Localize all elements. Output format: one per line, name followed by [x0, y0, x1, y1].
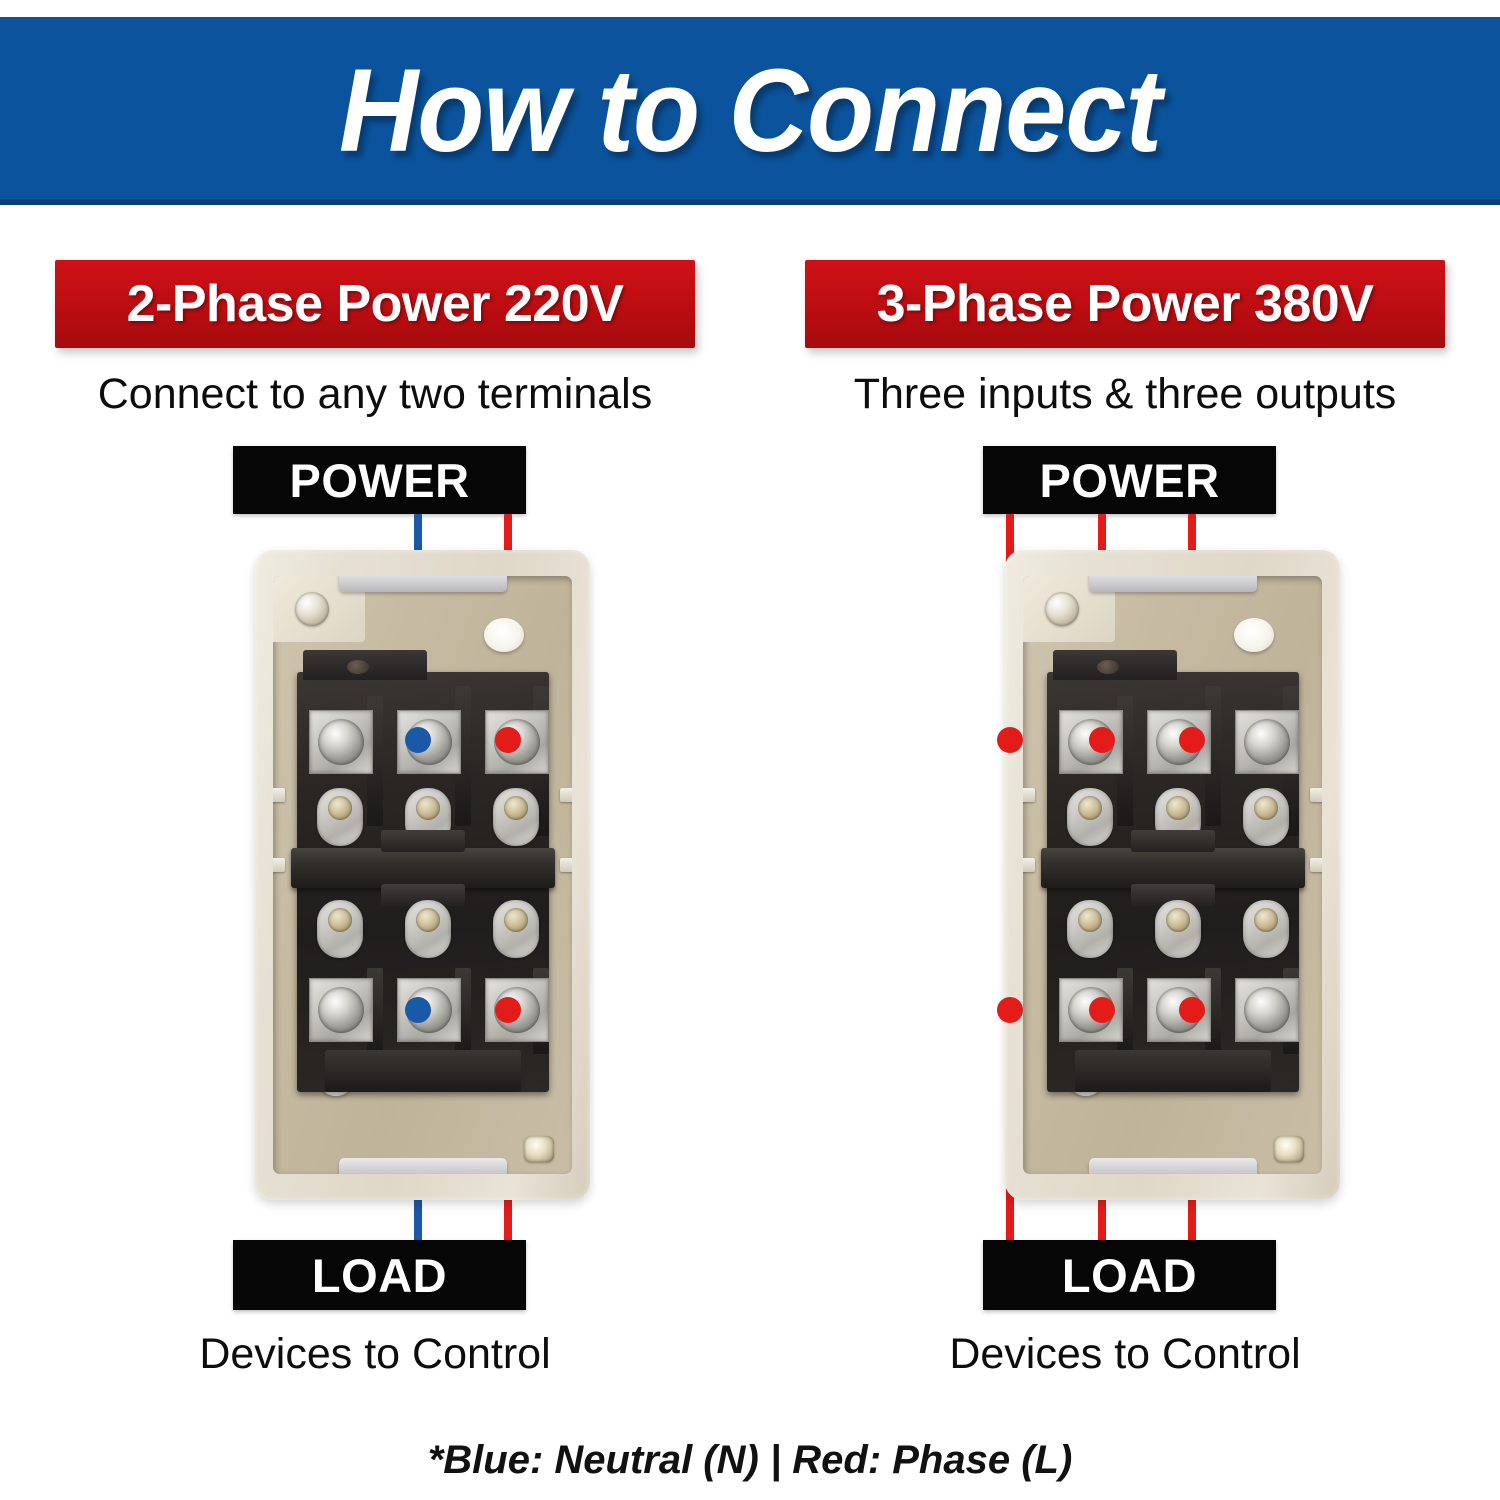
- block-top-lip: [303, 650, 427, 680]
- power-tag-label: POWER: [289, 453, 470, 507]
- fuse-lower-0: [1067, 900, 1113, 958]
- connection-dot-bottom-blue: [405, 997, 431, 1023]
- device-body-two-phase: [255, 550, 590, 1200]
- connection-dot-top-red-0: [997, 727, 1023, 753]
- fuse-lower-0: [317, 900, 363, 958]
- power-tag-three-phase: POWER: [983, 446, 1276, 514]
- panel-two-phase: 2-Phase Power 220V Connect to any two te…: [0, 205, 750, 1405]
- connection-dot-top-blue: [405, 727, 431, 753]
- screw-top-left-icon: [1045, 592, 1079, 626]
- side-tab-left: [273, 858, 285, 872]
- cable-clip-bottom: [1089, 1158, 1257, 1174]
- load-tag-two-phase: LOAD: [233, 1240, 526, 1310]
- cable-clip-top: [1089, 576, 1257, 592]
- connection-dot-top-red-1: [1089, 727, 1115, 753]
- mount-hole-top-right: [1234, 618, 1274, 652]
- side-tab-left: [1023, 788, 1035, 802]
- device-body-three-phase: [1005, 550, 1340, 1200]
- screw-bottom-right-icon: [1274, 1136, 1304, 1162]
- screw-bottom-right-icon: [524, 1136, 554, 1162]
- panel-three-phase: 3-Phase Power 380V Three inputs & three …: [750, 205, 1500, 1405]
- load-tag-three-phase: LOAD: [983, 1240, 1276, 1310]
- connection-dot-bottom-red: [495, 997, 521, 1023]
- header-banner-underline: [0, 199, 1500, 205]
- block-bottom-slab: [325, 1050, 521, 1092]
- block-top-lip: [1053, 650, 1177, 680]
- fuse-lower-1: [405, 900, 451, 958]
- side-tab-right: [1310, 858, 1322, 872]
- fuse-upper-0: [1067, 788, 1113, 846]
- side-tab-left: [1023, 858, 1035, 872]
- device-cavity: [273, 576, 572, 1174]
- cable-clip-bottom: [339, 1158, 507, 1174]
- header-banner: How to Connect: [0, 17, 1500, 205]
- side-tab-right: [1310, 788, 1322, 802]
- connection-dot-bottom-red-1: [1089, 997, 1115, 1023]
- center-cross-bar: [1041, 830, 1305, 906]
- cross-bar-nub: [381, 830, 465, 852]
- terminal-top-2: [1235, 710, 1299, 774]
- cross-bar-nub: [381, 884, 465, 906]
- terminal-bottom-2: [1235, 978, 1299, 1042]
- fuse-lower-2: [1243, 900, 1289, 958]
- connection-dot-top-red-2: [1179, 727, 1205, 753]
- block-bottom-slab: [1075, 1050, 1271, 1092]
- chip-three-phase: 3-Phase Power 380V: [805, 260, 1445, 348]
- cross-bar-nub: [1131, 884, 1215, 906]
- foot-caption-three-phase: Devices to Control: [949, 1330, 1301, 1378]
- chip-label: 2-Phase Power 220V: [126, 275, 624, 333]
- cable-clip-top: [339, 576, 507, 592]
- power-tag-two-phase: POWER: [233, 446, 526, 514]
- sub-caption-two-phase: Connect to any two terminals: [97, 370, 653, 418]
- fuse-upper-0: [317, 788, 363, 846]
- chip-label: 3-Phase Power 380V: [876, 275, 1374, 333]
- load-tag-label: LOAD: [1061, 1248, 1198, 1302]
- fuse-upper-2: [493, 788, 539, 846]
- load-tag-label: LOAD: [311, 1248, 448, 1302]
- power-tag-label: POWER: [1039, 453, 1220, 507]
- fuse-lower-1: [1155, 900, 1201, 958]
- fuse-upper-2: [1243, 788, 1289, 846]
- terminal-bottom-0: [309, 978, 373, 1042]
- connection-dot-top-red: [495, 727, 521, 753]
- terminal-top-0: [309, 710, 373, 774]
- device-cavity: [1023, 576, 1322, 1174]
- side-tab-right: [560, 788, 572, 802]
- chip-two-phase: 2-Phase Power 220V: [55, 260, 695, 348]
- connection-dot-bottom-red-2: [1179, 997, 1205, 1023]
- side-tab-left: [273, 788, 285, 802]
- sub-caption-three-phase: Three inputs & three outputs: [853, 370, 1397, 418]
- terminal-block-assembly: [1041, 650, 1305, 1092]
- cross-bar-nub: [1131, 830, 1215, 852]
- side-tab-right: [560, 858, 572, 872]
- center-cross-bar: [291, 830, 555, 906]
- fuse-lower-2: [493, 900, 539, 958]
- screw-top-left-icon: [295, 592, 329, 626]
- mount-hole-top-right: [484, 618, 524, 652]
- legend-footnote: *Blue: Neutral (N) | Red: Phase (L): [427, 1438, 1073, 1482]
- foot-caption-two-phase: Devices to Control: [199, 1330, 551, 1378]
- connection-dot-bottom-red-0: [997, 997, 1023, 1023]
- page-title: How to Connect: [338, 45, 1162, 177]
